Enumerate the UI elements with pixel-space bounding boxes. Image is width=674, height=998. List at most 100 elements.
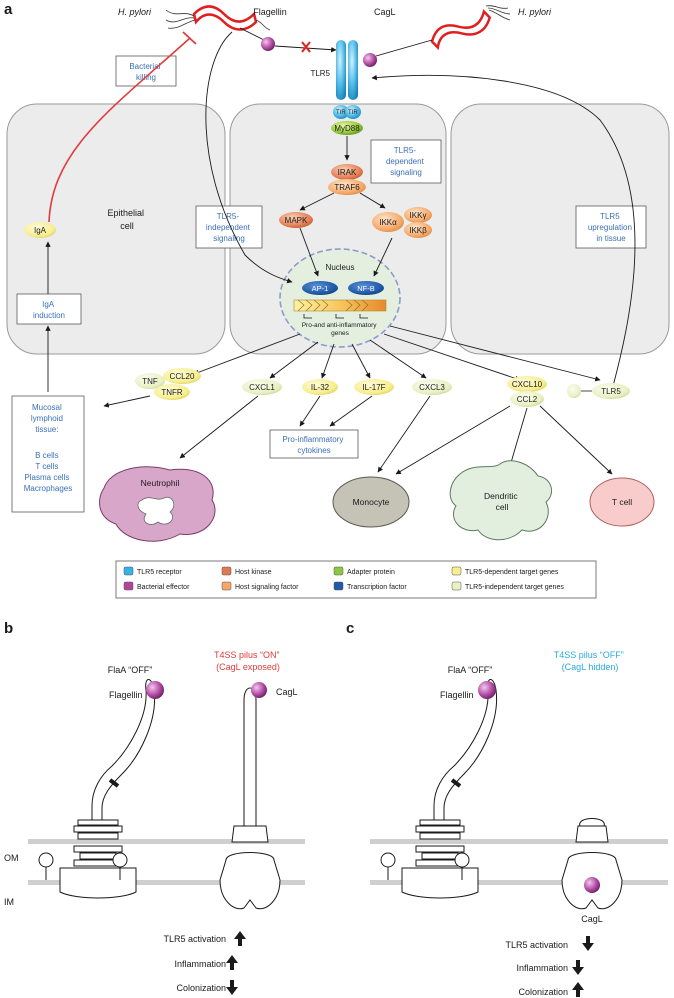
mapk-to-ap1-arrow: [299, 227, 319, 277]
myd88-label: MyD88: [334, 124, 360, 133]
b-tlr5-up-arrow: [234, 931, 246, 946]
tlr5-tcell-node: [592, 383, 630, 399]
ccl2-label: CCL2: [517, 395, 538, 404]
b-t4ss-pilus: [219, 687, 281, 910]
c-inner-membrane: [370, 880, 668, 885]
legend-label: TLR5 receptor: [137, 569, 182, 576]
ap1-node: [302, 281, 338, 295]
il32-to-cytokines-arrow: [299, 395, 321, 427]
il32-label: IL-32: [311, 383, 330, 392]
traf6-node: [328, 179, 366, 195]
tlr5-upregulation-path: [371, 74, 636, 391]
tir-label-left: TIR: [336, 110, 346, 116]
mapk-node: [279, 212, 313, 228]
h-pylori-right: [430, 5, 511, 51]
c-flagellin-label: Flagellin: [440, 690, 474, 700]
iga-inhibit-line: [48, 37, 191, 223]
c-cagl-label: CagL: [581, 914, 603, 924]
il32-node: [302, 379, 338, 395]
cxcl10-node: [507, 376, 547, 392]
il17f-label: IL-17F: [362, 383, 385, 392]
iga-label: IgA: [34, 226, 47, 235]
c-inflammation-down-arrow: [572, 960, 584, 975]
ikkb-label: IKKβ: [409, 226, 427, 235]
cagl-label-top: CagL: [374, 7, 396, 17]
legend-label: TLR5-dependent target genes: [465, 569, 559, 576]
h-pylori-left-label: H. pylori: [118, 7, 152, 17]
legend-swatch: [451, 566, 462, 576]
tir-label-right: TIR: [348, 110, 358, 116]
genes-to-tnf-arrow: [193, 333, 301, 375]
tnf-node: [135, 373, 165, 389]
mucosal-tissue-label: Mucosal lymphoid tissue: B cells T cells…: [24, 403, 72, 493]
ikkg-node: [404, 207, 432, 223]
legend-swatch: [123, 581, 134, 591]
mucosal-tissue-box: [11, 395, 85, 513]
cytokines-box: [269, 429, 359, 459]
genes-to-il32-arrow: [321, 343, 335, 379]
genes-label: Pro-and anti-inflammatory genes: [302, 322, 379, 337]
b-inflammation-up-arrow: [226, 955, 238, 970]
cxcl1-label: CXCL1: [249, 383, 275, 392]
epithelial-cell-label: Epithelial cell: [107, 208, 146, 231]
tlr5-independent-box: [195, 205, 263, 249]
blocked-cross-icon: [301, 41, 311, 53]
genes-to-tlr5-arrow: [389, 325, 601, 382]
b-flagellin-molecule: [146, 681, 164, 699]
c-colonization-up-arrow: [572, 982, 584, 997]
legend-box: [115, 560, 597, 599]
legend-swatch: [451, 581, 462, 591]
c-flagellum: [380, 679, 498, 899]
ccl20-label: CCL20: [170, 372, 195, 381]
monocyte-cell: [332, 476, 410, 528]
tlr5-receptor: [331, 40, 363, 135]
c-outer-membrane: [370, 839, 668, 844]
ikkb-node: [404, 222, 432, 238]
gene-bar: [293, 299, 387, 312]
cagl-link: [375, 39, 433, 57]
ikk-to-nfkb-arrow: [373, 237, 393, 277]
tlr5-dependent-box: [370, 139, 442, 184]
monocyte-label: Monocyte: [353, 497, 390, 507]
ikka-node: [372, 212, 404, 232]
cxcl10-label: CXCL10: [512, 380, 543, 389]
legend-swatch: [221, 581, 232, 591]
tlr5-tcell-label: TLR5: [601, 387, 621, 396]
ccl2-node: [510, 391, 544, 407]
b-cagl-label: CagL: [276, 687, 298, 697]
legend-swatch: [123, 566, 134, 576]
flagellin-label: Flagellin: [253, 7, 287, 17]
legend-label: Bacterial effector: [137, 584, 190, 591]
b-flagellin-label: Flagellin: [109, 690, 143, 700]
ccl20-node: [163, 368, 201, 384]
irak-label: IRAK: [338, 168, 357, 177]
b-cagl-molecule: [251, 682, 267, 698]
dendritic-cell: [449, 460, 553, 541]
legend-swatch: [333, 581, 344, 591]
b-outcome-colonization: Colonization: [176, 983, 226, 993]
c-outcome-tlr5: TLR5 activation: [505, 940, 568, 950]
ikka-label: IKKα: [379, 218, 397, 227]
iga-induction-label: IgA induction: [33, 300, 65, 320]
tlr5-dependent-label: TLR5- dependent signaling: [386, 146, 426, 177]
cxcl3-label: CXCL3: [419, 383, 445, 392]
panel-label-c: c: [346, 620, 354, 637]
irak-node: [331, 164, 363, 180]
c-outcome-inflammation: Inflammation: [516, 963, 568, 973]
b-outcome-tlr5: TLR5 activation: [163, 934, 226, 944]
cytokines-label: Pro-inflammatory cytokines: [282, 435, 345, 455]
c-flagellin-molecule: [478, 681, 496, 699]
cxcl3-node: [412, 379, 452, 395]
ccl2-to-tcell-arrow: [539, 405, 613, 475]
b-outcome-inflammation: Inflammation: [174, 959, 226, 969]
c-flaa-label: FlaA “OFF”: [448, 665, 493, 675]
c-outcome-colonization: Colonization: [518, 987, 568, 997]
cxcl1-to-neutrophil-arrow: [179, 395, 259, 459]
gene-promoter-marks: [297, 299, 369, 312]
b-im-label: IM: [4, 897, 14, 907]
nfkb-node: [348, 281, 384, 295]
b-outer-membrane: [28, 839, 305, 844]
transcription-start-marks: [303, 314, 368, 319]
